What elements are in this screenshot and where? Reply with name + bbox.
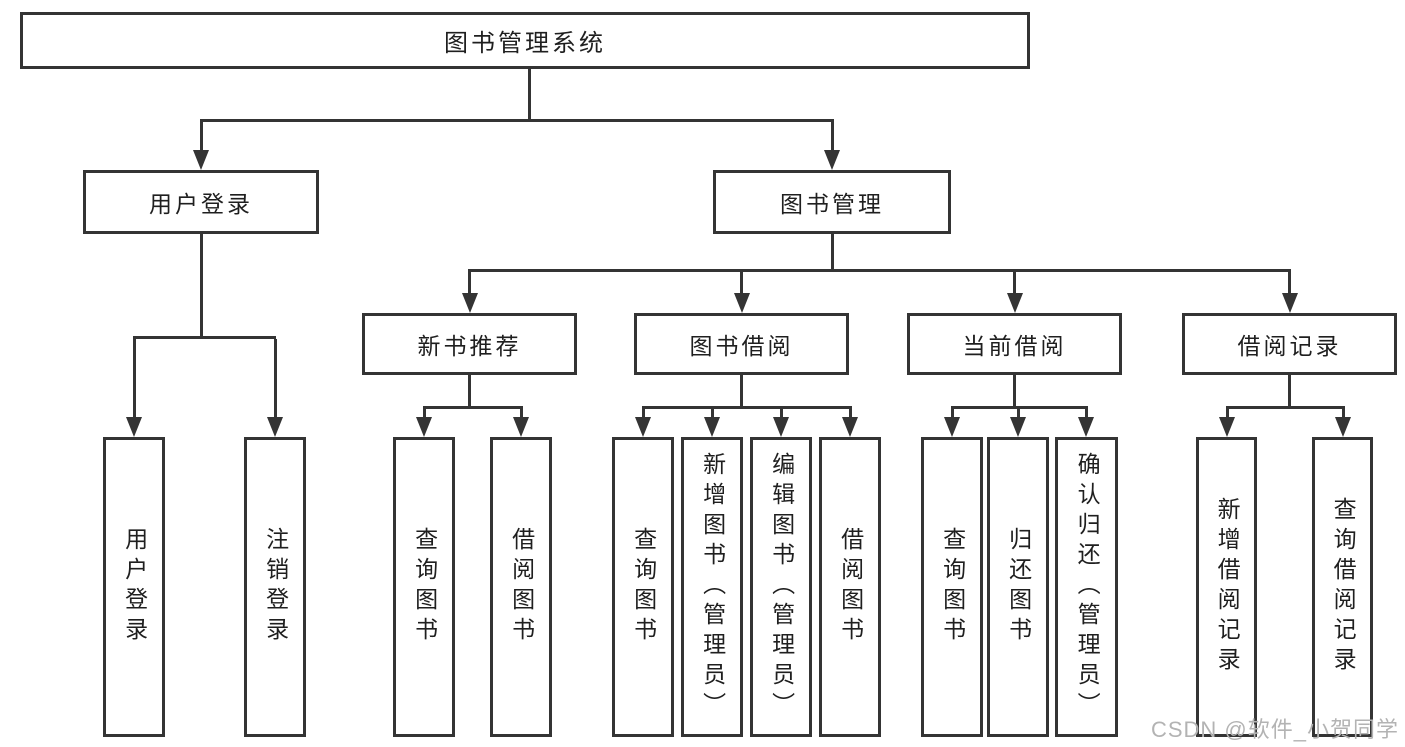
node-leaf-current-confirm: 确认归还（管理员） — [1055, 437, 1118, 737]
connector-line — [1017, 406, 1020, 419]
arrow-down-icon — [1007, 293, 1023, 313]
connector-line — [1226, 406, 1344, 409]
arrow-down-icon — [824, 150, 840, 170]
node-borrow-record-label: 借阅记录 — [1237, 333, 1342, 359]
connector-line — [1226, 406, 1229, 419]
connector-line — [780, 406, 783, 419]
node-new-book-recommend: 新书推荐 — [362, 313, 577, 375]
arrow-down-icon — [704, 417, 720, 437]
connector-line — [1342, 406, 1345, 419]
arrow-down-icon — [1335, 417, 1351, 437]
node-current-borrow-label: 当前借阅 — [962, 333, 1067, 359]
node-leaf-user-login-label: 用户登录 — [121, 527, 148, 647]
connector-line — [133, 336, 276, 339]
connector-line — [1288, 375, 1291, 406]
node-new-book-recommend-label: 新书推荐 — [417, 333, 522, 359]
node-leaf-current-return: 归还图书 — [987, 437, 1049, 737]
connector-line — [200, 119, 833, 122]
connector-line — [711, 406, 714, 419]
node-leaf-borrow-edit: 编辑图书（管理员） — [750, 437, 812, 737]
connector-line — [133, 339, 136, 417]
connector-line — [468, 269, 1291, 272]
connector-line — [468, 272, 471, 295]
node-root-label: 图书管理系统 — [444, 30, 606, 57]
arrow-down-icon — [1282, 293, 1298, 313]
arrow-down-icon — [1078, 417, 1094, 437]
connector-line — [423, 406, 522, 409]
connector-line — [528, 69, 531, 119]
connector-line — [520, 406, 523, 419]
arrow-down-icon — [944, 417, 960, 437]
node-leaf-record-query: 查询借阅记录 — [1312, 437, 1373, 737]
connector-line — [200, 119, 203, 152]
node-current-borrow: 当前借阅 — [907, 313, 1122, 375]
arrow-down-icon — [1010, 417, 1026, 437]
node-leaf-borrow-query-label: 查询图书 — [630, 527, 657, 647]
node-leaf-borrow-query: 查询图书 — [612, 437, 674, 737]
node-leaf-borrow-add-label: 新增图书（管理员） — [699, 452, 726, 722]
connector-line — [468, 375, 471, 406]
node-book-borrow-label: 图书借阅 — [689, 333, 794, 359]
arrow-down-icon — [1219, 417, 1235, 437]
node-leaf-user-login: 用户登录 — [103, 437, 165, 737]
node-book-management: 图书管理 — [713, 170, 951, 234]
node-leaf-current-return-label: 归还图书 — [1005, 527, 1032, 647]
node-leaf-current-query: 查询图书 — [921, 437, 983, 737]
node-root: 图书管理系统 — [20, 12, 1030, 69]
connector-line — [740, 375, 743, 406]
arrow-down-icon — [416, 417, 432, 437]
connector-line — [642, 406, 645, 419]
node-leaf-record-add-label: 新增借阅记录 — [1214, 497, 1241, 677]
csdn-watermark: CSDN @软件_小贺同学 — [1150, 717, 1399, 742]
arrow-down-icon — [513, 417, 529, 437]
node-leaf-current-confirm-label: 确认归还（管理员） — [1074, 452, 1101, 722]
node-leaf-record-query-label: 查询借阅记录 — [1330, 497, 1357, 677]
node-leaf-borrow-edit-label: 编辑图书（管理员） — [768, 452, 795, 722]
connector-line — [274, 339, 277, 417]
connector-line — [1288, 272, 1291, 295]
node-leaf-newbook-borrow: 借阅图书 — [490, 437, 552, 737]
connector-line — [849, 406, 852, 419]
connector-line — [1085, 406, 1088, 419]
node-borrow-record: 借阅记录 — [1182, 313, 1397, 375]
node-leaf-newbook-query: 查询图书 — [393, 437, 455, 737]
node-user-login-label: 用户登录 — [149, 191, 253, 217]
connector-line — [1013, 272, 1016, 295]
node-leaf-logout-label: 注销登录 — [262, 527, 289, 647]
arrow-down-icon — [193, 150, 209, 170]
connector-line — [200, 234, 203, 336]
arrow-down-icon — [635, 417, 651, 437]
connector-line — [831, 119, 834, 152]
node-leaf-logout: 注销登录 — [244, 437, 306, 737]
arrow-down-icon — [734, 293, 750, 313]
arrow-down-icon — [462, 293, 478, 313]
node-leaf-borrow-borrow-label: 借阅图书 — [837, 527, 864, 647]
connector-line — [423, 406, 426, 419]
connector-line — [642, 406, 851, 409]
arrow-down-icon — [773, 417, 789, 437]
node-leaf-newbook-borrow-label: 借阅图书 — [508, 527, 535, 647]
node-user-login: 用户登录 — [83, 170, 319, 234]
connector-line — [1013, 375, 1016, 406]
node-leaf-newbook-query-label: 查询图书 — [411, 527, 438, 647]
connector-line — [951, 406, 954, 419]
arrow-down-icon — [267, 417, 283, 437]
arrow-down-icon — [842, 417, 858, 437]
node-leaf-borrow-borrow: 借阅图书 — [819, 437, 881, 737]
connector-line — [831, 234, 834, 269]
node-leaf-current-query-label: 查询图书 — [939, 527, 966, 647]
node-book-management-label: 图书管理 — [780, 191, 884, 217]
node-leaf-record-add: 新增借阅记录 — [1196, 437, 1257, 737]
node-book-borrow: 图书借阅 — [634, 313, 849, 375]
connector-line — [740, 272, 743, 295]
arrow-down-icon — [126, 417, 142, 437]
node-leaf-borrow-add: 新增图书（管理员） — [681, 437, 743, 737]
